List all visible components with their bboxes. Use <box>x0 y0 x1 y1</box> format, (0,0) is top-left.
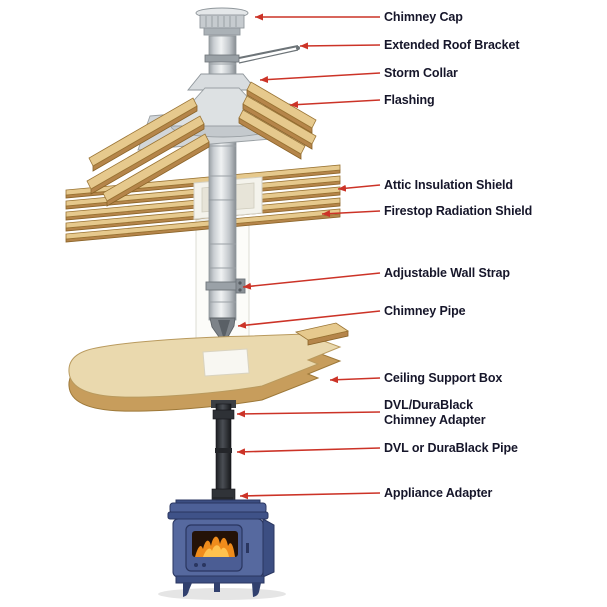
callout-ceiling-support-box: Ceiling Support Box <box>384 371 503 385</box>
callout-chimney-cap: Chimney Cap <box>384 10 463 24</box>
callout-flashing: Flashing <box>384 93 435 107</box>
callout-attic-insulation-shield: Attic Insulation Shield <box>384 178 513 192</box>
callout-adjustable-wall-strap: Adjustable Wall Strap <box>384 266 510 280</box>
chimney-pipe-lower-graphic <box>208 199 237 345</box>
callout-firestop-radiation-shield: Firestop Radiation Shield <box>384 204 533 218</box>
pipe-joint-graphic <box>215 448 232 453</box>
connector-pipe-graphic <box>211 400 236 506</box>
callout-storm-collar: Storm Collar <box>384 66 458 80</box>
callout-dvl-or-durablack-pipe: DVL or DuraBlack Pipe <box>384 441 518 455</box>
callout-appliance-adapter: Appliance Adapter <box>384 486 493 500</box>
roof-planks-graphic <box>86 81 317 207</box>
stove-door-handle-graphic <box>246 543 249 553</box>
callout-dvl-durablack-chimney-adapter: DVL/DuraBlack Chimney Adapter <box>384 398 486 427</box>
wood-stove-graphic <box>158 497 286 600</box>
adjustable-wall-strap-graphic <box>205 278 246 294</box>
ceiling-support-box-graphic <box>202 348 250 377</box>
callout-extended-roof-bracket: Extended Roof Bracket <box>384 38 520 52</box>
ceiling-platform-graphic <box>68 322 349 412</box>
leader-lines <box>236 13 381 500</box>
callout-chimney-pipe: Chimney Pipe <box>384 304 466 318</box>
chimney-cap-graphic <box>195 7 249 36</box>
chimney-adapter-graphic <box>212 409 235 420</box>
extended-roof-bracket-graphic <box>204 45 300 64</box>
